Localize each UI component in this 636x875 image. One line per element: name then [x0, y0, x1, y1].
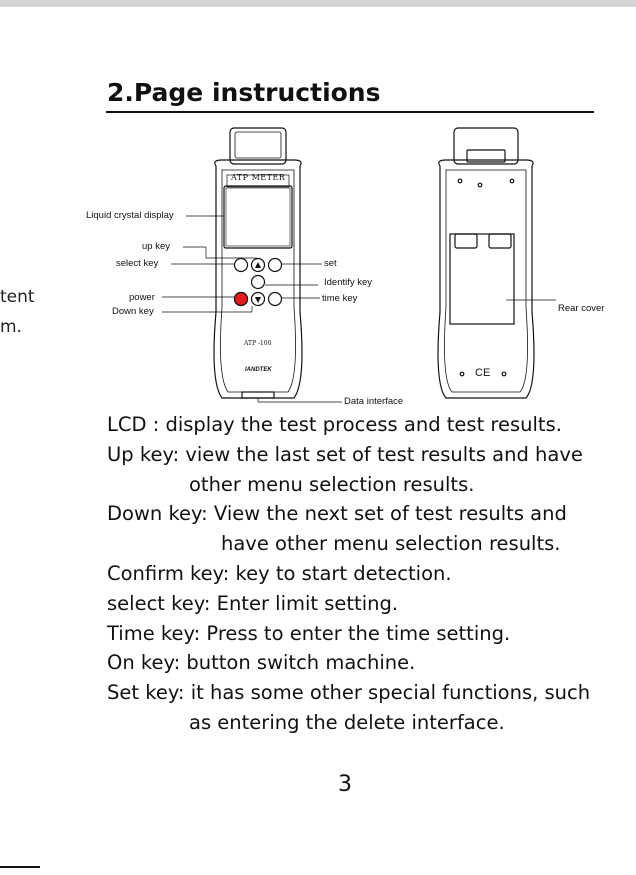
instruction-line: Time key: Press to enter the time settin…	[107, 621, 511, 645]
instruction-line: LCD : display the test process and test …	[107, 413, 562, 436]
device-model-text: ATP -100	[244, 340, 272, 347]
label-power: power	[129, 292, 155, 303]
label-select-key: select key	[116, 258, 159, 269]
device-drawing	[162, 127, 556, 403]
instruction-line: select key: Enter limit setting.	[107, 591, 399, 615]
device-figure: ATP METER ATP -100 IANDTEK CE Liquid cry…	[82, 122, 622, 407]
instruction-line: Up key: view the last set of test result…	[107, 442, 583, 466]
instruction-line: have other menu selection results.	[221, 532, 561, 556]
label-rear-cover: Rear cover	[558, 303, 605, 314]
footer-rule	[0, 866, 40, 868]
label-identify-key: Identify key	[324, 277, 373, 288]
label-down-key: Down key	[112, 306, 154, 317]
instructions-text: LCD : display the test process and test …	[107, 410, 627, 738]
instruction-line: On key: button switch machine.	[107, 651, 416, 675]
rear-cover-panel	[449, 233, 515, 325]
edge-text-fragment: m.	[0, 317, 22, 337]
top-bar	[0, 0, 636, 7]
page-title: 2.Page instructions	[107, 78, 381, 107]
label-up-key: up key	[142, 241, 170, 252]
front-top-cap	[229, 127, 287, 165]
lcd-frame	[223, 185, 293, 249]
instruction-line: other menu selection results.	[189, 472, 475, 496]
device-logo: IANDTEK	[245, 367, 272, 373]
instruction-line: Down key: View the next set of test resu…	[107, 502, 567, 526]
label-lcd: Liquid crystal display	[86, 210, 174, 221]
front-body	[213, 159, 303, 399]
page-number: 3	[338, 772, 352, 797]
ce-mark: CE	[475, 367, 491, 379]
rear-body	[437, 159, 535, 399]
device-brand-text: ATP METER	[231, 173, 286, 182]
title-underline	[106, 111, 594, 113]
instruction-line: Confirm key: key to start detection.	[107, 561, 452, 585]
instruction-line: Set key: it has some other special funct…	[107, 681, 591, 705]
label-time-key: time key	[322, 293, 358, 304]
rear-top-cap	[453, 127, 519, 165]
label-set: set	[324, 258, 337, 269]
instruction-line: as entering the delete interface.	[189, 710, 505, 734]
edge-text-fragment: tent	[0, 287, 35, 307]
power-button-fill	[233, 291, 249, 307]
label-data-interface: Data interface	[344, 396, 404, 407]
